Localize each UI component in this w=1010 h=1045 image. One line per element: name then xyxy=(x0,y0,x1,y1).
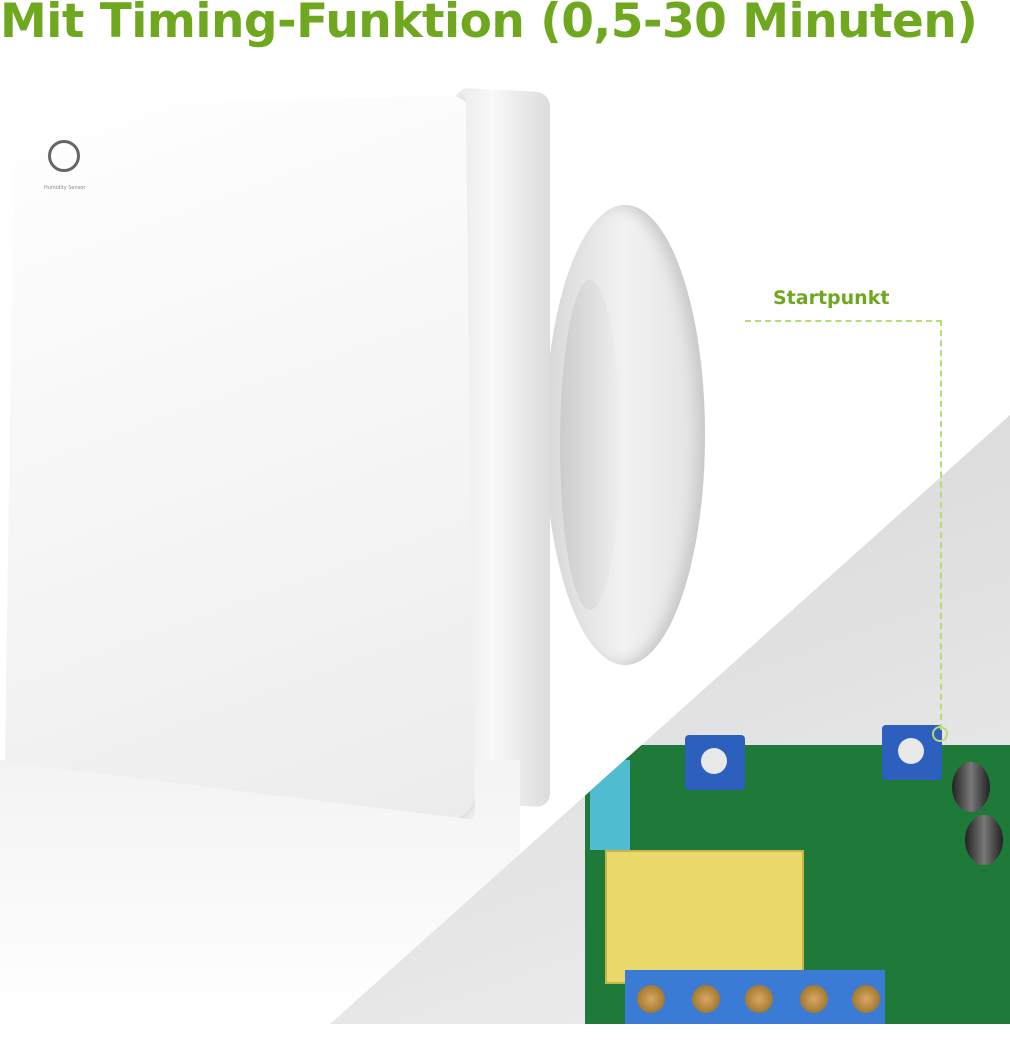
terminal-screw xyxy=(692,985,720,1013)
terminal-screw xyxy=(852,985,880,1013)
humidity-gauge-drop-icon xyxy=(48,140,80,172)
terminal-screw xyxy=(800,985,828,1013)
fan-duct-ring xyxy=(560,280,620,610)
logo-text: Humidity Sensor xyxy=(44,185,86,191)
capacitor-blue xyxy=(590,760,630,850)
potentiometer xyxy=(685,735,745,790)
page-title: Mit Timing-Funktion (0,5-30 Minuten) xyxy=(0,0,978,49)
terminal-screw xyxy=(637,985,665,1013)
electrolytic-capacitor xyxy=(965,815,1003,865)
terminal-screw xyxy=(745,985,773,1013)
fan-front-panel xyxy=(5,95,475,820)
callout-marker xyxy=(932,726,948,742)
callout-line xyxy=(940,320,942,730)
electrolytic-capacitor xyxy=(952,762,990,812)
callout-line xyxy=(745,320,942,322)
callout-label: Startpunkt xyxy=(773,287,890,309)
potentiometer-startpunkt xyxy=(882,725,942,780)
relay xyxy=(605,850,804,984)
